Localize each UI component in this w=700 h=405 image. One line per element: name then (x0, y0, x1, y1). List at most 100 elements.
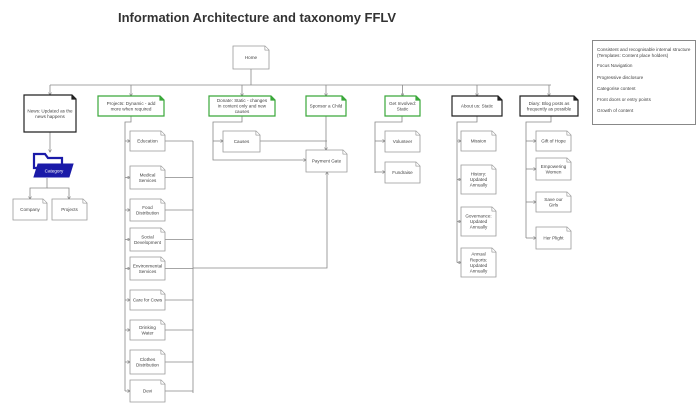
node-label: Distribution (136, 362, 159, 367)
folded-corner-icon (566, 130, 572, 136)
node-label: News: Updated as the (27, 108, 73, 113)
node-label: Updated (470, 219, 488, 224)
node-label: news happens (35, 114, 65, 119)
category-label: Category (45, 169, 64, 174)
node-label: About us: Static (461, 104, 494, 109)
node-about[interactable]: About us: Static (451, 95, 503, 117)
folded-corner-icon (159, 95, 165, 101)
folded-corner-icon (71, 94, 77, 100)
donate-to-payment (212, 116, 306, 160)
node-label: Annually (470, 183, 488, 188)
node-label: Women (546, 169, 562, 174)
category-folder[interactable]: Category (32, 152, 74, 178)
folded-corner-icon (160, 289, 166, 295)
node-label: Her Plight (543, 236, 564, 241)
node-label: Sponsor a Child (310, 104, 343, 109)
note-item: Consistent and recognisable internal str… (597, 47, 691, 59)
node-payment-gate[interactable]: Payment Gate (305, 149, 348, 173)
node-education[interactable]: Education (129, 130, 166, 152)
folded-corner-icon (415, 95, 421, 101)
folded-corner-icon (82, 198, 88, 204)
node-label: in content only and new (218, 104, 267, 109)
node-care-for-cows[interactable]: Care for Cows (129, 289, 166, 311)
folded-corner-icon (342, 149, 348, 155)
folded-corner-icon (160, 319, 166, 325)
node-involved[interactable]: Get Involved:Static (384, 95, 421, 117)
note-item: Categorise content (597, 85, 636, 91)
node-label: Care for Cows (133, 298, 163, 303)
folded-corner-icon (491, 247, 497, 253)
node-causes[interactable]: Causes (222, 130, 261, 153)
folded-corner-icon (415, 130, 421, 136)
node-home[interactable]: Home (232, 45, 270, 70)
node-label: Volunteer (393, 139, 413, 144)
node-label: Empowering (541, 164, 567, 169)
folded-corner-icon (160, 349, 166, 355)
note-item: Focus Navigation (597, 63, 633, 69)
node-fundraise[interactable]: Fundraise (384, 161, 421, 184)
folded-corner-icon (160, 198, 166, 204)
folded-corner-icon (566, 191, 572, 197)
node-label: Governance: (465, 214, 491, 219)
node-label: Save our (544, 197, 563, 202)
node-label: Distribution (136, 210, 159, 215)
folded-corner-icon (160, 130, 166, 136)
folded-corner-icon (491, 164, 497, 170)
node-gift-of-hope[interactable]: Gift of Hope (535, 130, 572, 152)
node-label: Get Involved: (389, 101, 416, 106)
node-volunteer[interactable]: Volunteer (384, 130, 421, 153)
node-company[interactable]: Company (12, 198, 48, 221)
folded-corner-icon (270, 95, 276, 101)
node-label: Causes (234, 139, 250, 144)
node-label: causes (235, 109, 250, 114)
node-mission[interactable]: Mission (460, 130, 497, 152)
node-label: Education (137, 139, 158, 144)
folded-corner-icon (497, 95, 503, 101)
connector-category-company (30, 178, 48, 199)
projects-to-payment-gate (193, 172, 327, 269)
notes-panel: Consistent and recognisable internal str… (592, 40, 696, 125)
folded-corner-icon (566, 157, 572, 163)
node-label: Gift of Hope (541, 139, 566, 144)
folded-corner-icon (160, 165, 166, 171)
node-label: Updated (470, 263, 488, 268)
node-label: Reports: (470, 257, 487, 262)
involved-spine (374, 116, 403, 173)
folded-corner-icon (160, 227, 166, 233)
folded-corner-icon (415, 161, 421, 167)
node-her-plight[interactable]: Her Plight (535, 226, 572, 250)
projects-spine (124, 116, 132, 391)
node-projects-sub[interactable]: Projects (51, 198, 88, 221)
node-label: Services (139, 178, 157, 183)
node-sponsor[interactable]: Sponsor a Child (305, 95, 347, 117)
node-label: Drinking (139, 325, 156, 330)
connector-category-projects (47, 187, 69, 199)
folded-corner-icon (264, 45, 270, 51)
node-label: Donate: Static - changes (217, 98, 268, 103)
node-label: Annual (471, 252, 485, 257)
node-label: Environmental (133, 263, 162, 268)
node-label: History: (471, 172, 487, 177)
node-label: Projects (61, 207, 78, 212)
folded-corner-icon (160, 379, 166, 385)
folded-corner-icon (341, 95, 347, 101)
node-devi[interactable]: Devi (129, 379, 166, 403)
folded-corner-icon (491, 130, 497, 136)
